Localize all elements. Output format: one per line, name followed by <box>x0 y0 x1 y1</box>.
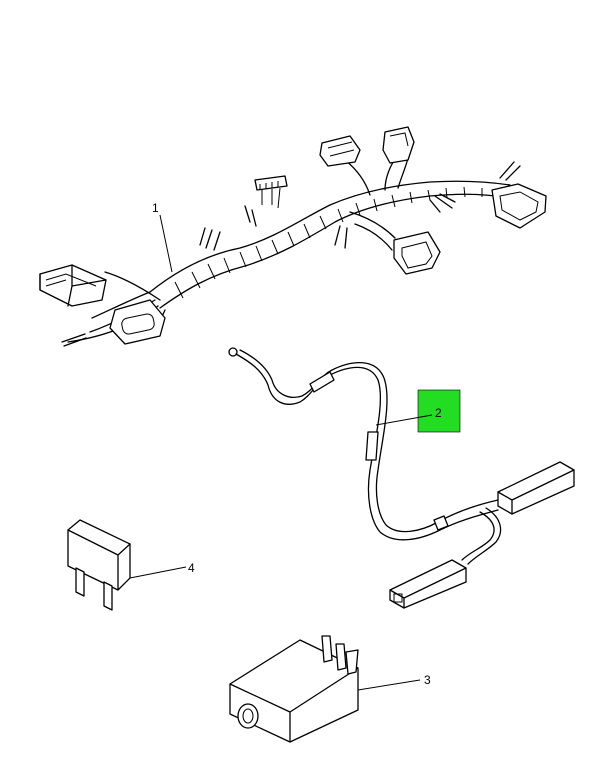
callout-1[interactable]: 1 <box>152 201 173 273</box>
callout-4-label: 4 <box>188 561 195 575</box>
relay[interactable] <box>229 635 359 743</box>
pigtail-wire-assembly[interactable] <box>228 347 575 609</box>
callout-2-label: 2 <box>435 406 442 420</box>
callout-4[interactable]: 4 <box>129 561 195 579</box>
callout-1-label: 1 <box>152 201 159 215</box>
callout-2[interactable]: 2 <box>375 389 461 433</box>
wiring-harness[interactable] <box>39 126 547 347</box>
callout-3[interactable]: 3 <box>357 673 431 691</box>
callout-3-label: 3 <box>424 673 431 687</box>
fuse[interactable] <box>67 519 131 611</box>
callout-2-highlight[interactable] <box>417 389 461 433</box>
